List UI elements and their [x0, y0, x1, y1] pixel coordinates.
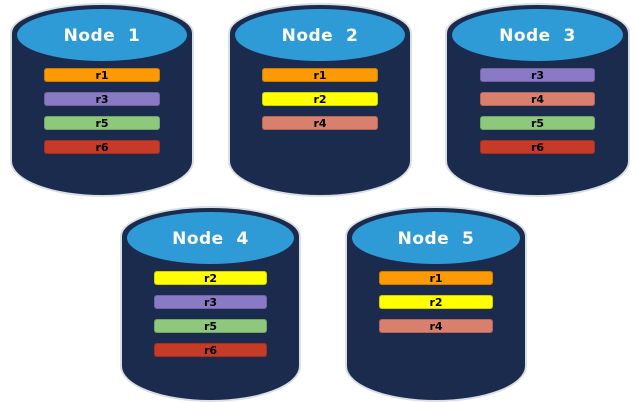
replica-label: r2	[429, 295, 443, 309]
replica-bar-r2: r2	[153, 271, 268, 285]
replica-label: r5	[530, 116, 545, 130]
replica-bar-r6: r6	[44, 140, 160, 154]
cylinder-top-ellipse: Node 5	[352, 212, 520, 264]
db-node-5: Node 5 r1 r2 r4	[347, 208, 525, 400]
cylinder-top-ellipse: Node 2	[235, 9, 405, 61]
replica-label: r4	[313, 116, 327, 130]
node-title: Node 4	[172, 229, 249, 249]
db-node-4: Node 4 r2 r3 r5 r6	[122, 208, 299, 400]
replica-label: r6	[203, 343, 218, 357]
replica-bar-r1: r1	[44, 68, 160, 82]
replica-list: r1 r3 r5 r6	[12, 68, 192, 154]
replica-label: r2	[313, 92, 327, 106]
replica-label: r3	[203, 295, 218, 309]
db-node-1: Node 1 r1 r3 r5 r6	[12, 5, 192, 195]
replica-bar-r3: r3	[44, 92, 160, 106]
replica-list: r1 r2 r4	[347, 271, 525, 333]
replica-label: r6	[95, 140, 109, 154]
node-title: Node 2	[281, 26, 359, 46]
replica-bar-r6: r6	[479, 140, 596, 154]
replica-bar-r2: r2	[379, 295, 493, 309]
replica-bar-r1: r1	[379, 271, 493, 285]
cylinder-top-ellipse: Node 1	[17, 9, 187, 61]
replica-label: r1	[95, 68, 109, 82]
replica-bar-r5: r5	[479, 116, 596, 130]
cylinder-top-ellipse: Node 3	[452, 9, 623, 61]
replica-list: r2 r3 r5 r6	[122, 271, 299, 357]
node-title: Node 5	[397, 229, 475, 249]
replica-list: r1 r2 r4	[230, 68, 410, 130]
db-node-2: Node 2 r1 r2 r4	[230, 5, 410, 195]
node-title: Node 1	[63, 26, 141, 46]
replica-bar-r3: r3	[153, 295, 268, 309]
node-title: Node 3	[499, 26, 576, 46]
replica-bar-r3: r3	[479, 68, 596, 82]
replica-bar-r2: r2	[262, 92, 378, 106]
replica-label: r4	[429, 319, 443, 333]
replica-list: r3 r4 r5 r6	[447, 68, 628, 154]
replica-bar-r4: r4	[262, 116, 378, 130]
replica-label: r3	[95, 92, 109, 106]
replica-bar-r5: r5	[44, 116, 160, 130]
replica-label: r6	[530, 140, 545, 154]
replica-bar-r6: r6	[153, 343, 268, 357]
replica-label: r2	[203, 271, 218, 285]
replica-label: r4	[530, 92, 545, 106]
replica-bar-r1: r1	[262, 68, 378, 82]
replica-label: r1	[429, 271, 443, 285]
replica-bar-r5: r5	[153, 319, 268, 333]
replica-bar-r4: r4	[379, 319, 493, 333]
replica-label: r1	[313, 68, 327, 82]
replica-label: r3	[530, 68, 545, 82]
replica-label: r5	[203, 319, 218, 333]
cylinder-top-ellipse: Node 4	[127, 212, 294, 264]
db-node-3: Node 3 r3 r4 r5 r6	[447, 5, 628, 195]
replica-bar-r4: r4	[479, 92, 596, 106]
replica-label: r5	[95, 116, 109, 130]
